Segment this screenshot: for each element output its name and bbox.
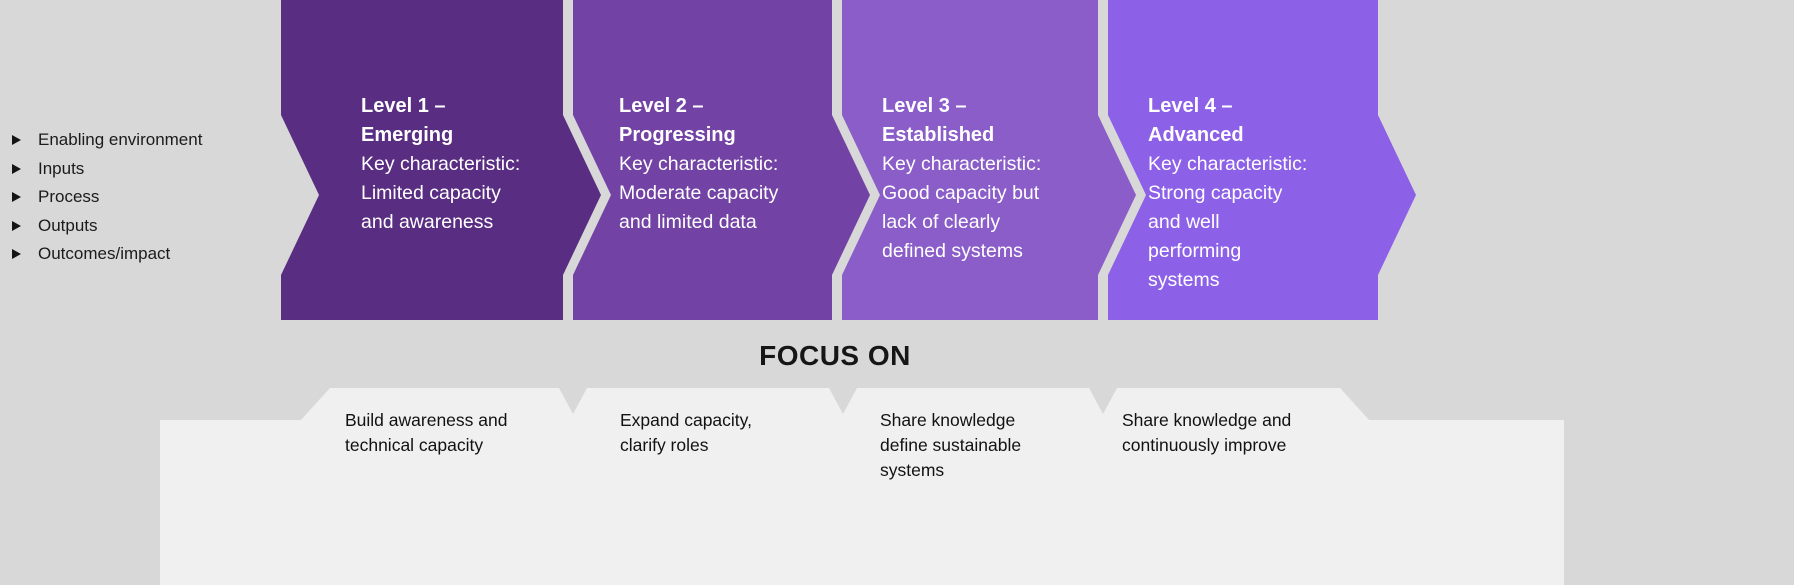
bullet-triangle-icon [12, 163, 21, 174]
focus-item-2: Expand capacity, clarify roles [620, 410, 752, 455]
focus-item-4: Share knowledge and continuously improve [1122, 410, 1292, 455]
list-item-label: Enabling environment [38, 130, 203, 150]
focus-on-heading: FOCUS ON [759, 340, 911, 371]
focus-band [160, 420, 1564, 585]
level-3-block: Level 3 – Established Key characteristic… [842, 0, 1136, 320]
level-2-title: Level 2 – Progressing [619, 95, 736, 146]
level-4-description: Key characteristic: Strong capacity and … [1148, 153, 1308, 291]
bullet-triangle-icon [12, 249, 21, 260]
level-1-description: Key characteristic: Limited capacity and… [361, 153, 521, 233]
level-1-content: Level 1 – Emerging Key characteristic: L… [281, 0, 601, 237]
list-item-label: Outcomes/impact [38, 244, 171, 264]
list-item: Process [12, 183, 202, 212]
level-2-description: Key characteristic: Moderate capacity an… [619, 153, 779, 233]
focus-item-3: Share knowledge define sustainable syste… [880, 410, 1022, 480]
bullet-triangle-icon [12, 135, 21, 146]
level-1-block: Level 1 – Emerging Key characteristic: L… [281, 0, 601, 320]
level-3-content: Level 3 – Established Key characteristic… [842, 0, 1136, 266]
list-item: Outputs [12, 212, 202, 241]
list-item-label: Process [38, 187, 100, 207]
level-2-content: Level 2 – Progressing Key characteristic… [573, 0, 870, 237]
list-item: Enabling environment [12, 126, 202, 155]
bullet-triangle-icon [12, 192, 21, 203]
level-4-content: Level 4 – Advanced Key characteristic: S… [1108, 0, 1416, 295]
dimension-list: Enabling environment Inputs Process Outp… [12, 126, 202, 269]
list-item-label: Outputs [38, 215, 98, 235]
list-item-label: Inputs [38, 158, 85, 178]
level-4-title: Level 4 – Advanced [1148, 95, 1244, 146]
bullet-triangle-icon [12, 220, 21, 231]
list-item: Inputs [12, 155, 202, 184]
focus-item-1: Build awareness and technical capacity [345, 410, 508, 455]
level-3-title: Level 3 – Established [882, 95, 995, 146]
level-4-block: Level 4 – Advanced Key characteristic: S… [1108, 0, 1416, 320]
level-3-description: Key characteristic: Good capacity but la… [882, 153, 1042, 262]
level-1-title: Level 1 – Emerging [361, 95, 454, 146]
level-2-block: Level 2 – Progressing Key characteristic… [573, 0, 870, 320]
list-item: Outcomes/impact [12, 240, 202, 269]
